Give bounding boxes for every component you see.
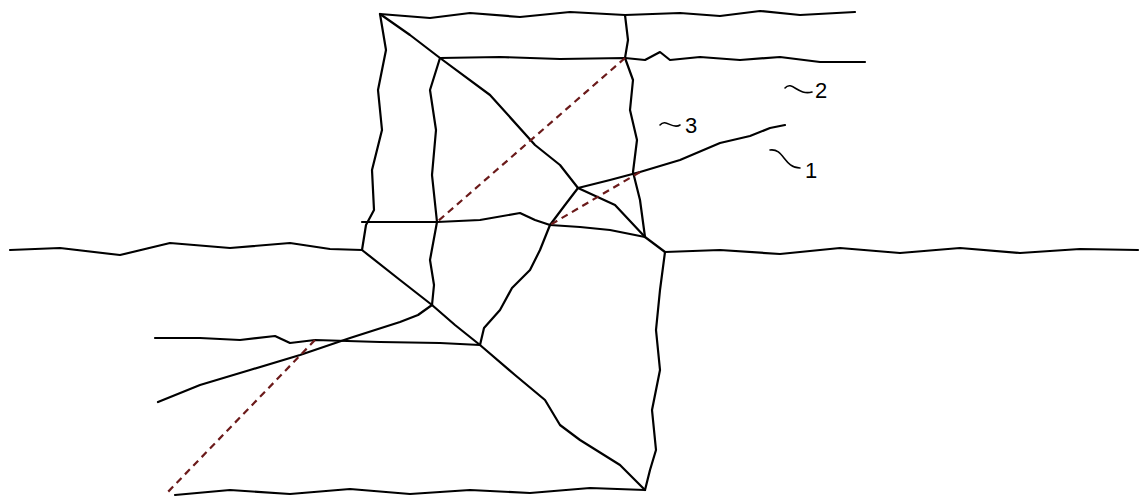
callout-number: 1 — [804, 160, 818, 182]
callout-number: 2 — [814, 80, 828, 102]
callout-number: 3 — [684, 115, 698, 137]
